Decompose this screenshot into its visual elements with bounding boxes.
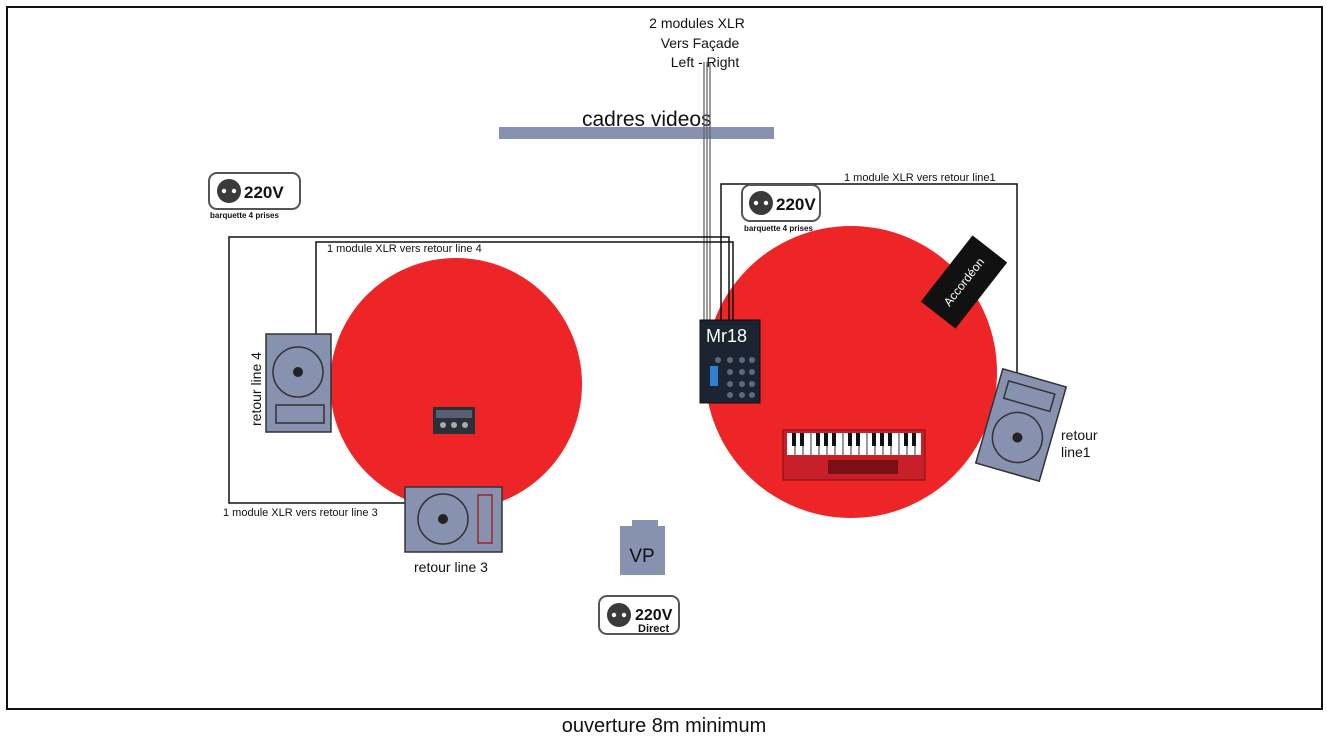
vp-label: VP [629, 546, 654, 567]
svg-text:barquette 4 prises: barquette 4 prises [744, 224, 813, 233]
mixer-mr18: Mr18 [699, 319, 761, 404]
pedalboard [433, 407, 475, 434]
facade-cable [703, 62, 711, 323]
monitor-line4-label: retour line 4 [248, 352, 264, 426]
power-right: 220V barquette 4 prises [741, 184, 821, 233]
monitor-line3-label: retour line 3 [414, 559, 488, 575]
stage-border [6, 6, 1323, 710]
monitor-line3 [404, 486, 503, 553]
plug-icon [749, 191, 773, 215]
cable-line1 [720, 183, 1018, 378]
svg-text:220V: 220V [244, 183, 284, 202]
cable-line3-label: 1 module XLR vers retour line 3 [223, 507, 378, 519]
video-projector: VP [620, 520, 665, 575]
cable-line4 [315, 241, 734, 335]
cable-line3 [228, 236, 730, 504]
svg-text:220V: 220V [776, 195, 816, 214]
facade-label-line1: 2 modules XLR [649, 15, 745, 31]
facade-label-line2: Vers Façade [661, 35, 740, 51]
cable-line1-label: 1 module XLR vers retour line1 [844, 172, 996, 184]
power-left: 220V barquette 4 prises [208, 172, 301, 220]
monitor-line1-label-a: retour [1061, 427, 1098, 443]
svg-text:Direct: Direct [638, 623, 670, 635]
monitor-line4 [265, 333, 332, 433]
plug-icon [607, 603, 631, 627]
cable-line4-label: 1 module XLR vers retour line 4 [327, 243, 482, 255]
power-bottom: 220V Direct [598, 595, 680, 635]
left-stage-zone [330, 258, 582, 510]
monitor-line1-label-b: line1 [1061, 444, 1091, 460]
mixer-label: Mr18 [706, 326, 747, 346]
opening-caption: ouverture 8m minimum [562, 715, 767, 737]
svg-text:barquette 4 prises: barquette 4 prises [210, 211, 279, 220]
plug-icon [217, 179, 241, 203]
facade-label-line3: Left - Right [671, 54, 740, 70]
keyboard [782, 429, 926, 481]
video-frame-bar [499, 127, 774, 139]
video-frame-label: cadres videos [582, 108, 712, 131]
monitor-line1 [974, 367, 1068, 483]
svg-text:220V: 220V [635, 607, 673, 624]
